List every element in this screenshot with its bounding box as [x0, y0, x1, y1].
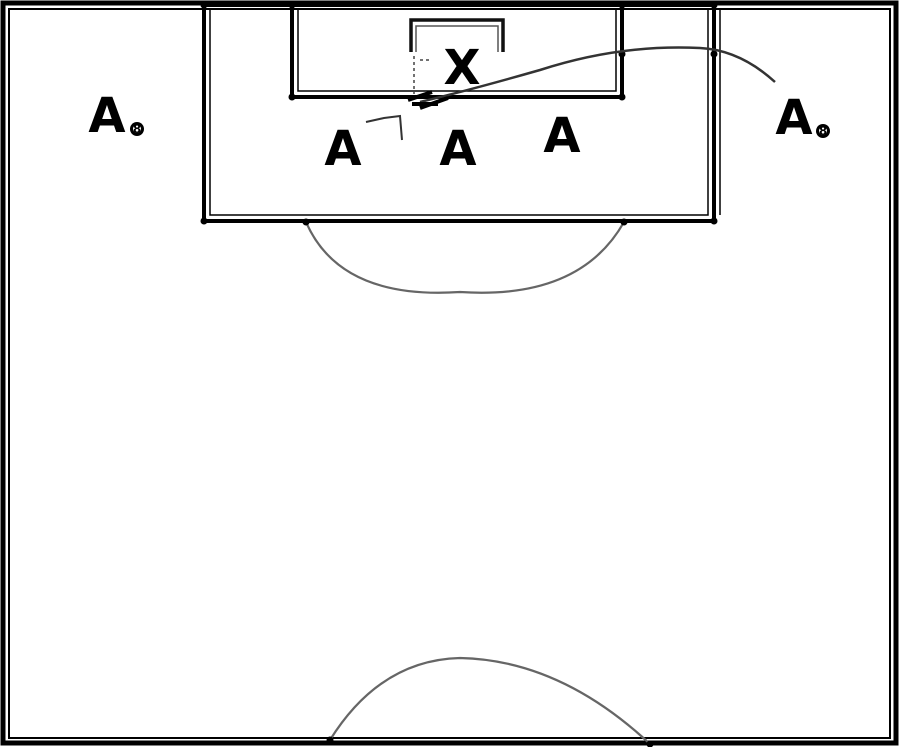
center-circle-arc — [329, 656, 651, 745]
player-label: A — [775, 90, 812, 146]
penalty-arc — [304, 221, 625, 294]
attacker-near-post: A — [324, 121, 361, 177]
penalty-area — [202, 3, 716, 223]
pass-arrowhead — [407, 90, 449, 110]
player-sub-label: 8 — [133, 122, 141, 136]
player-label: A — [543, 108, 580, 164]
goal-area-inner — [297, 8, 617, 92]
player-label: A — [324, 121, 361, 177]
line-junctions — [200, 1, 718, 747]
player-label: A — [439, 121, 476, 177]
goal-frame-inner — [415, 25, 499, 52]
attacker-right-wing: A 8 — [775, 90, 830, 146]
attacker-center: A — [439, 121, 476, 177]
goal-frame — [409, 18, 505, 52]
attacker-left-wing: A 8 — [88, 88, 144, 144]
goalkeeper-marker: X — [443, 40, 480, 96]
near-post-run — [365, 114, 403, 141]
goal-dashes — [413, 56, 432, 94]
player-label: A — [88, 88, 125, 144]
cross-pass-line — [419, 46, 776, 104]
pitch-inner-boundary — [8, 8, 891, 739]
player-sub-label: 8 — [819, 124, 827, 138]
attacker-far: A — [543, 108, 580, 164]
